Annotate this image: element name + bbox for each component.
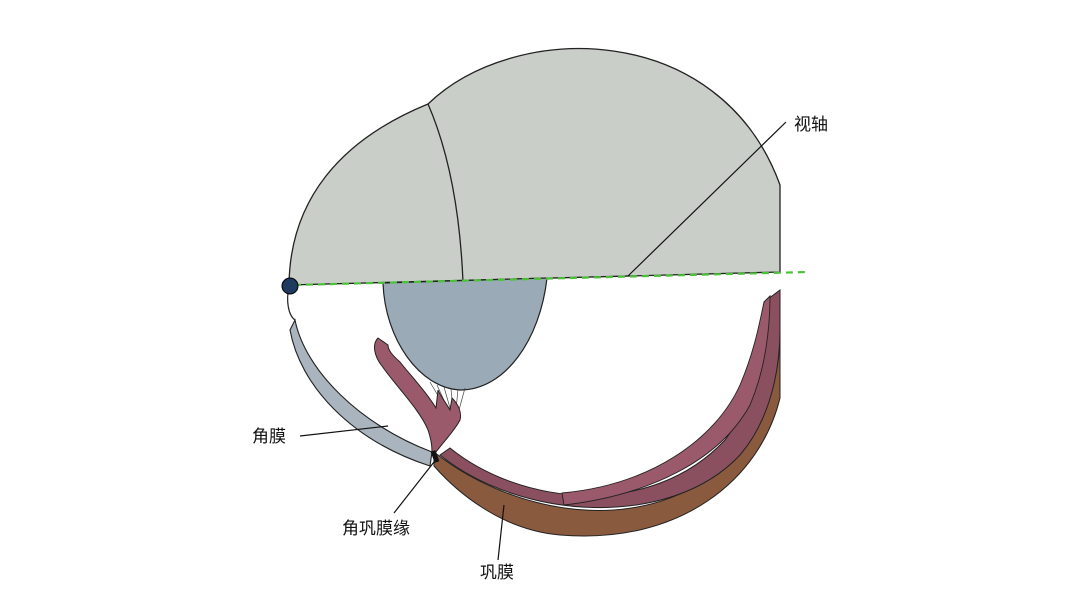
label-sclera: 巩膜: [480, 563, 514, 583]
sclera: [433, 329, 781, 537]
cornea: [289, 318, 433, 467]
anterior-chamber-boundary: [427, 103, 464, 283]
limbus-mark: [430, 450, 440, 463]
leader-visual-axis: [627, 121, 787, 277]
lens: [382, 277, 548, 391]
ciliary-body: [374, 337, 461, 455]
visual-axis-line: [293, 270, 809, 287]
corneal-vertex-dot: [281, 277, 299, 295]
leader-sclera: [497, 504, 505, 561]
label-visual-axis: 视轴: [794, 115, 828, 135]
leader-cornea: [299, 425, 389, 437]
vitreous-body: [288, 48, 781, 286]
leader-limbus: [393, 461, 435, 514]
retina: [561, 294, 771, 506]
label-cornea: 角膜: [252, 427, 286, 447]
label-limbus: 角巩膜缘: [342, 519, 410, 539]
